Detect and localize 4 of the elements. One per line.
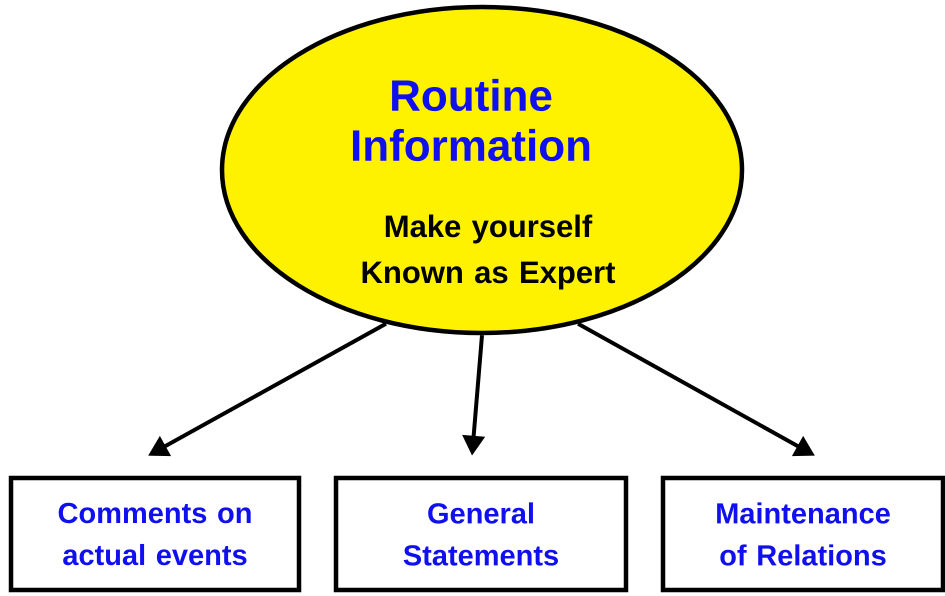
ellipse-node: Routine Information Make yourself Known as Expert [220, 4, 744, 336]
text-box: Maintenance of Relations [660, 476, 945, 592]
text-box: Comments on actual events [8, 476, 302, 592]
text-box: General Statements [334, 476, 628, 592]
